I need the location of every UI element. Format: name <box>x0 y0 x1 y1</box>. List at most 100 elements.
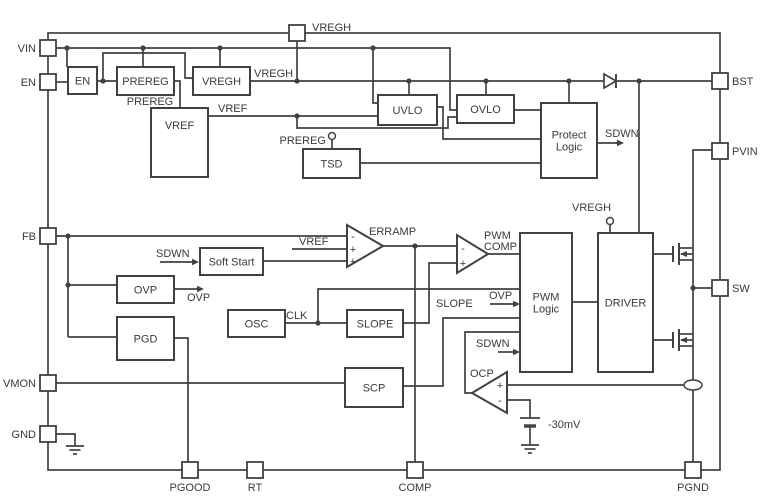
osc-block-label: OSC <box>245 319 269 331</box>
pin-bst <box>711 72 729 90</box>
junction-dot <box>140 45 146 51</box>
en-block <box>67 66 98 95</box>
erramp-amp-sign-2: + <box>350 256 356 268</box>
vregh-block <box>192 66 251 96</box>
osc-block <box>227 309 286 338</box>
pin-rt <box>246 461 264 479</box>
scp-block <box>344 367 404 408</box>
pin-label-pgood: PGOOD <box>170 482 211 494</box>
pin-label-fb: FB <box>22 231 36 243</box>
junction-dot <box>217 45 223 51</box>
junction-dot <box>64 45 70 51</box>
junction-dot <box>65 282 71 288</box>
junction-dot <box>566 78 572 84</box>
junction-dot <box>315 320 321 326</box>
ovp-net-label: OVP <box>187 292 210 304</box>
pin-label-vmon: VMON <box>3 378 36 390</box>
ovp-to-pwmlogic-arrow-head <box>513 300 520 308</box>
wire <box>56 47 457 111</box>
tsd-block <box>302 148 361 179</box>
wire <box>102 52 193 81</box>
sdwn-to-softstart-arrow-head <box>192 258 199 266</box>
protect-sdwn-arrow-head <box>617 139 624 147</box>
prereg-block-label: PREREG <box>122 76 168 88</box>
pwmlogic-ovp-label: OVP <box>489 290 512 302</box>
soft-start-block-label: Soft Start <box>209 257 255 269</box>
bst-diode <box>603 72 618 90</box>
pin-label-en: EN <box>21 77 36 89</box>
driver-block <box>597 232 654 373</box>
driver-vregh-terminal <box>605 216 615 226</box>
pwm-comp-amp-sign-1: + <box>460 258 466 270</box>
slope-net-label: SLOPE <box>436 298 473 310</box>
ovp-net-arrow-head <box>197 285 204 293</box>
pin-pvin <box>711 142 729 160</box>
pin-label-comp: COMP <box>399 482 432 494</box>
ovlo-block-label: OVLO <box>470 104 501 116</box>
pgd-block-label: PGD <box>134 334 158 346</box>
wire <box>174 80 181 108</box>
ocp-comp-amp-sign-1: - <box>498 395 502 407</box>
protect-logic-block-label: Logic <box>556 142 583 154</box>
softstart-sdwn-label: SDWN <box>156 248 190 260</box>
driver-block-label: DRIVER <box>605 298 647 310</box>
pin-label-sw: SW <box>732 283 750 295</box>
erramp-amp-sign-0: - <box>351 231 355 243</box>
wire <box>403 262 457 324</box>
tsd-prereg-terminal <box>327 131 337 141</box>
protect-logic-block <box>540 102 598 179</box>
erramp-label: ERRAMP <box>369 226 416 238</box>
scp-block-label: SCP <box>363 383 386 395</box>
pin-label-vin: VIN <box>18 43 36 55</box>
wire <box>692 149 712 248</box>
vref-net-label: VREF <box>218 103 248 115</box>
wire <box>56 433 76 446</box>
prereg-block <box>116 66 175 96</box>
erramp-amp <box>346 223 385 269</box>
pin-fb <box>39 227 57 245</box>
junction-dot <box>294 113 300 119</box>
wire <box>317 288 520 323</box>
protect-sdwn-label: SDWN <box>605 128 639 140</box>
junction-dot <box>636 78 642 84</box>
pin-vregh-top <box>288 24 306 42</box>
vref-block-label: VREF <box>165 120 195 132</box>
pin-sw <box>711 279 729 297</box>
pin-label-pvin: PVIN <box>732 146 758 158</box>
prereg-net-label: PREREG <box>127 96 173 108</box>
pin-gnd <box>39 425 57 443</box>
junction-dot <box>100 78 106 84</box>
uvlo-block <box>377 94 438 126</box>
ocp-ref-label: -30mV <box>548 419 581 431</box>
junction-dot <box>412 243 418 249</box>
slope-block <box>346 309 404 338</box>
pwm-comp-amp-sign-0: - <box>461 243 465 255</box>
erramp-vref-label: VREF <box>299 236 329 248</box>
junction-dot <box>294 78 300 84</box>
en-block-label: EN <box>75 76 90 88</box>
current-sense-ellipse <box>683 379 703 391</box>
pin-vin <box>39 39 57 57</box>
driver-vregh-label: VREGH <box>572 202 611 214</box>
ic-boundary <box>47 32 721 471</box>
erramp-amp-sign-1: + <box>350 244 356 256</box>
junction-dot <box>483 78 489 84</box>
pwm-logic-block-label: PWM <box>533 292 560 304</box>
pin-label-gnd: GND <box>12 429 37 441</box>
pin-vmon <box>39 374 57 392</box>
vregh-block-label: VREGH <box>202 76 241 88</box>
pwm-comp-label-2: COMP <box>484 241 517 253</box>
protect-logic-block-label: Protect <box>552 130 587 142</box>
uvlo-block-label: UVLO <box>393 105 423 117</box>
pwm-comp-label-1: PWM <box>484 230 511 242</box>
wire <box>403 317 520 387</box>
sdwn-to-pwmlogic-arrow-head <box>513 348 520 356</box>
soft-start-block <box>199 247 264 276</box>
pin-pgood <box>181 461 199 479</box>
tsd-prereg-label: PREREG <box>280 135 326 147</box>
wire <box>296 116 457 129</box>
wire <box>437 106 541 140</box>
ovp-block <box>116 275 175 304</box>
